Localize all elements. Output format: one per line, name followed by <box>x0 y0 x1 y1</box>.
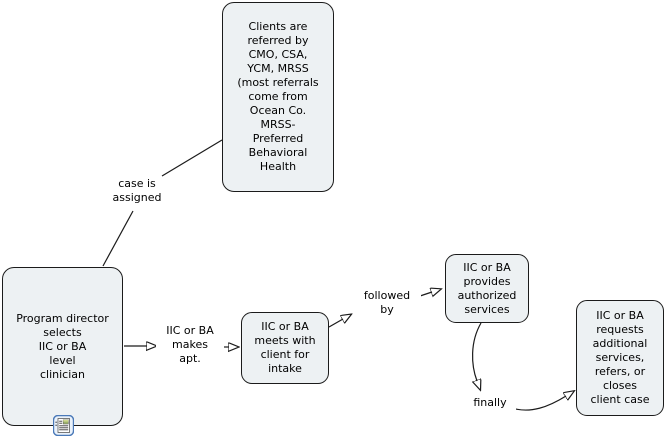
document-resource-icon[interactable] <box>52 414 75 437</box>
edge-label-case-is-assigned[interactable]: case is assigned <box>95 177 179 205</box>
node-meets-with-client[interactable]: IIC or BA meets with client for intake <box>241 312 329 384</box>
edge-line-intake-to-followed-label <box>328 319 343 328</box>
node-provides-authorized-services[interactable]: IIC or BA provides authorized services <box>445 254 529 323</box>
node-program-director-selects[interactable]: Program director selects IIC or BA level… <box>2 267 123 426</box>
node-requests-or-closes-case[interactable]: IIC or BA requests additional services, … <box>576 300 664 416</box>
edge-line-services-to-finally-label <box>473 322 482 381</box>
edge-label-finally[interactable]: finally <box>464 396 516 410</box>
edge-label-followed-by[interactable]: followed by <box>353 289 421 317</box>
edge-line-followed-label-to-services <box>419 292 432 296</box>
edge-line-director-to-case-label <box>102 210 134 267</box>
edge-line-finally-label-to-closure <box>508 396 566 411</box>
edge-label-makes-apt[interactable]: IIC or BA makes apt. <box>156 324 224 366</box>
edge-line-case-label-to-referral <box>161 139 223 177</box>
node-clients-referred[interactable]: Clients are referred by CMO, CSA, YCM, M… <box>222 2 334 192</box>
